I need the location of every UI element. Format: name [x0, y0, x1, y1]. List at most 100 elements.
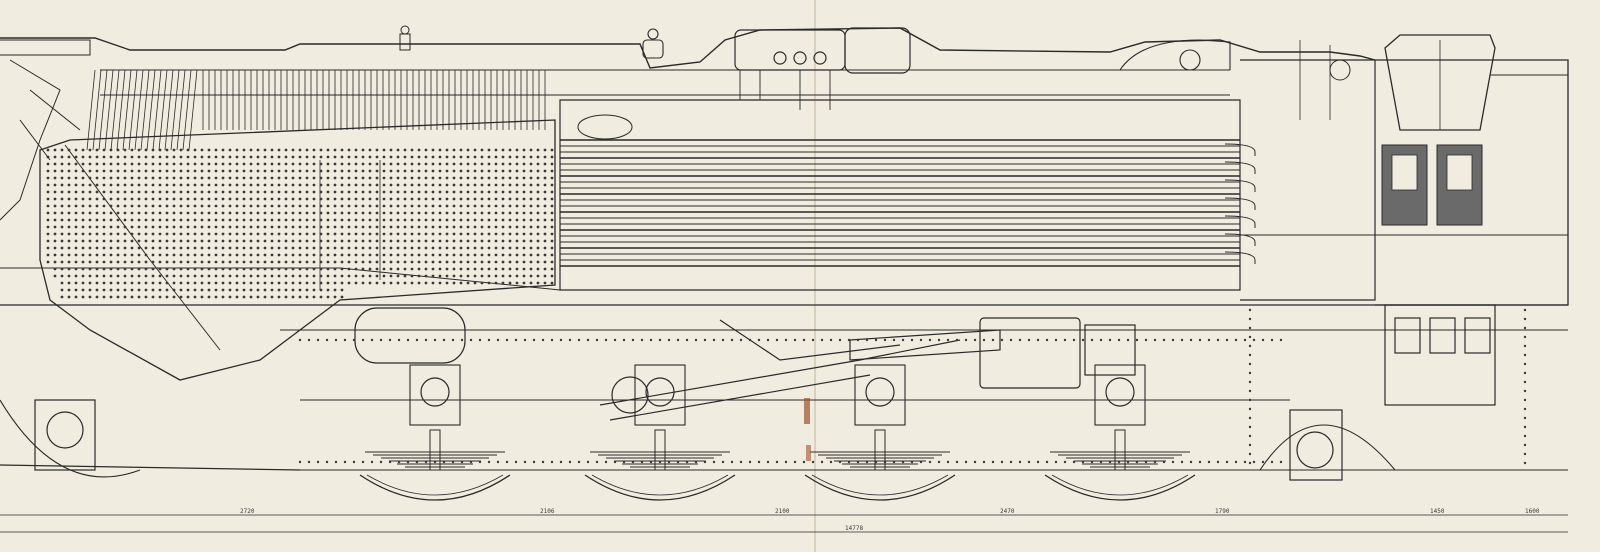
- stay-bolt: [354, 274, 358, 278]
- stay-bolt: [438, 267, 442, 271]
- stay-bolt: [487, 260, 491, 264]
- stay-bolt: [67, 288, 71, 292]
- stay-bolt: [249, 204, 253, 208]
- rivet: [1153, 460, 1157, 464]
- stay-bolt: [165, 176, 169, 180]
- stay-bolt: [123, 155, 127, 159]
- rust-stain: [804, 398, 811, 461]
- stay-bolt: [109, 225, 113, 229]
- rivet: [811, 460, 815, 464]
- stay-bolt: [382, 155, 386, 159]
- rivet: [1261, 338, 1265, 342]
- stay-bolt: [340, 211, 344, 215]
- stay-bolt: [543, 232, 547, 236]
- stay-bolt: [326, 218, 330, 222]
- stay-bolt: [207, 281, 211, 285]
- stay-bolt: [382, 148, 386, 152]
- stay-bolt: [228, 239, 232, 243]
- stay-bolt: [368, 211, 372, 215]
- stay-bolt: [340, 148, 344, 152]
- stay-bolt: [382, 190, 386, 194]
- element-return-bend: [1224, 197, 1256, 210]
- stay-bolt: [340, 246, 344, 250]
- rivet: [1523, 308, 1527, 312]
- stay-bolt: [508, 274, 512, 278]
- stay-bolt: [340, 190, 344, 194]
- stay-bolt: [242, 148, 246, 152]
- stay-bolt: [354, 197, 358, 201]
- stay-bolt: [396, 197, 400, 201]
- stay-bolt: [263, 225, 267, 229]
- stay-bolt: [284, 288, 288, 292]
- stay-bolt: [522, 281, 526, 285]
- stay-bolt: [466, 169, 470, 173]
- stay-bolt: [186, 274, 190, 278]
- stay-bolt: [137, 225, 141, 229]
- stay-bolt: [354, 267, 358, 271]
- stay-bolt: [249, 288, 253, 292]
- stay-bolt: [284, 155, 288, 159]
- rivet: [1523, 443, 1527, 447]
- stay-bolt: [88, 162, 92, 166]
- stay-bolt: [466, 211, 470, 215]
- stay-bolt: [382, 183, 386, 187]
- rivet: [1081, 338, 1085, 342]
- stay-bolt: [249, 239, 253, 243]
- stay-bolt: [74, 246, 78, 250]
- stay-bolt: [452, 260, 456, 264]
- stay-bolt: [95, 260, 99, 264]
- stay-bolt: [389, 225, 393, 229]
- stay-bolt: [137, 148, 141, 152]
- stay-bolt: [284, 162, 288, 166]
- stay-bolt: [200, 176, 204, 180]
- stay-bolt: [235, 260, 239, 264]
- stay-bolt: [144, 288, 148, 292]
- stay-bolt: [235, 246, 239, 250]
- stay-bolt: [312, 225, 316, 229]
- stay-bolt: [403, 211, 407, 215]
- stay-bolt: [396, 267, 400, 271]
- stay-bolt: [368, 204, 372, 208]
- stay-bolt: [284, 218, 288, 222]
- stay-bolt: [242, 176, 246, 180]
- stay-bolt: [60, 239, 64, 243]
- stay-bolt: [536, 211, 540, 215]
- rivet: [1018, 460, 1022, 464]
- stay-bolt: [536, 148, 540, 152]
- stay-bolt: [515, 267, 519, 271]
- main-frame: [0, 304, 1568, 471]
- stay-bolt: [347, 176, 351, 180]
- stay-bolt: [522, 211, 526, 215]
- stay-bolt: [319, 260, 323, 264]
- stay-bolt: [445, 281, 449, 285]
- stay-bolt: [193, 169, 197, 173]
- stay-bolt: [403, 204, 407, 208]
- stay-bolt: [130, 169, 134, 173]
- stay-bolt: [74, 260, 78, 264]
- stay-bolt: [536, 155, 540, 159]
- stay-bolt: [312, 218, 316, 222]
- stay-bolt: [515, 281, 519, 285]
- stay-bolt: [410, 246, 414, 250]
- stay-bolt: [550, 169, 554, 173]
- stay-bolt: [200, 169, 204, 173]
- rivet: [1523, 398, 1527, 402]
- crown-stay: [164, 69, 174, 151]
- crown-stay: [146, 69, 156, 151]
- stay-bolt: [214, 281, 218, 285]
- stay-bolt: [550, 204, 554, 208]
- stay-bolt: [445, 183, 449, 187]
- stay-bolt: [375, 162, 379, 166]
- stay-bolt: [60, 267, 64, 271]
- rivet: [703, 338, 707, 342]
- stay-bolt: [95, 211, 99, 215]
- stay-bolt: [67, 274, 71, 278]
- rivet: [595, 338, 599, 342]
- rivet: [1189, 460, 1193, 464]
- stay-bolt: [102, 162, 106, 166]
- stay-bolt: [354, 148, 358, 152]
- spring-hanger: [1114, 429, 1126, 471]
- element-return-bend: [1224, 251, 1256, 264]
- rivet: [1135, 338, 1139, 342]
- stay-bolt: [284, 295, 288, 299]
